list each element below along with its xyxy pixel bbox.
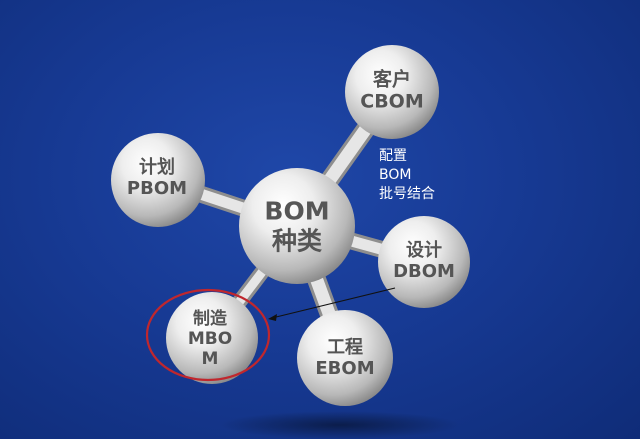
cbom-label-line2: CBOM <box>360 91 424 113</box>
pbom-label-line1: 计划 <box>138 156 175 178</box>
pointer-arrowhead <box>268 314 277 321</box>
dbom-label-line2: DBOM <box>393 261 455 282</box>
mbom-label-line3: M <box>201 349 219 370</box>
mbom-node-label: 制造 MBO M <box>188 309 232 369</box>
annotation-line1: 配置 <box>379 148 407 164</box>
pbom-node-label: 计划 PBOM <box>127 157 187 199</box>
floor-shadow <box>220 411 460 439</box>
mbom-label-line1: 制造 <box>192 308 227 329</box>
config-annotation: 配置 BOM 批号结合 <box>379 147 435 204</box>
pbom-label-line2: PBOM <box>126 178 188 199</box>
dbom-label-line1: 设计 <box>406 239 442 261</box>
pointer-arrow-line <box>271 287 396 319</box>
ebom-label-line2: EBOM <box>315 358 375 379</box>
ball-pbom <box>111 133 205 227</box>
ball-center <box>239 168 355 284</box>
dbom-node-label: 设计 DBOM <box>393 240 455 282</box>
cbom-node-label: 客户 CBOM <box>360 69 424 114</box>
center-label-line2: 种类 <box>271 226 322 255</box>
center-label-line1: BOM <box>264 196 330 226</box>
ebom-node-label: 工程 EBOM <box>315 337 374 379</box>
mbom-label-line2: MBO <box>187 328 233 349</box>
cbom-label-line1: 客户 <box>372 68 411 91</box>
annotation-line2: BOM <box>379 166 412 183</box>
ball-dbom <box>378 216 470 308</box>
ball-mbom <box>166 292 258 384</box>
annotation-line3: 批号结合 <box>379 185 435 202</box>
ball-cbom <box>345 45 439 139</box>
highlight-ellipse <box>145 288 271 382</box>
ball-ebom <box>297 310 393 406</box>
center-node-label: BOM 种类 <box>264 197 329 256</box>
ebom-label-line1: 工程 <box>326 336 363 358</box>
